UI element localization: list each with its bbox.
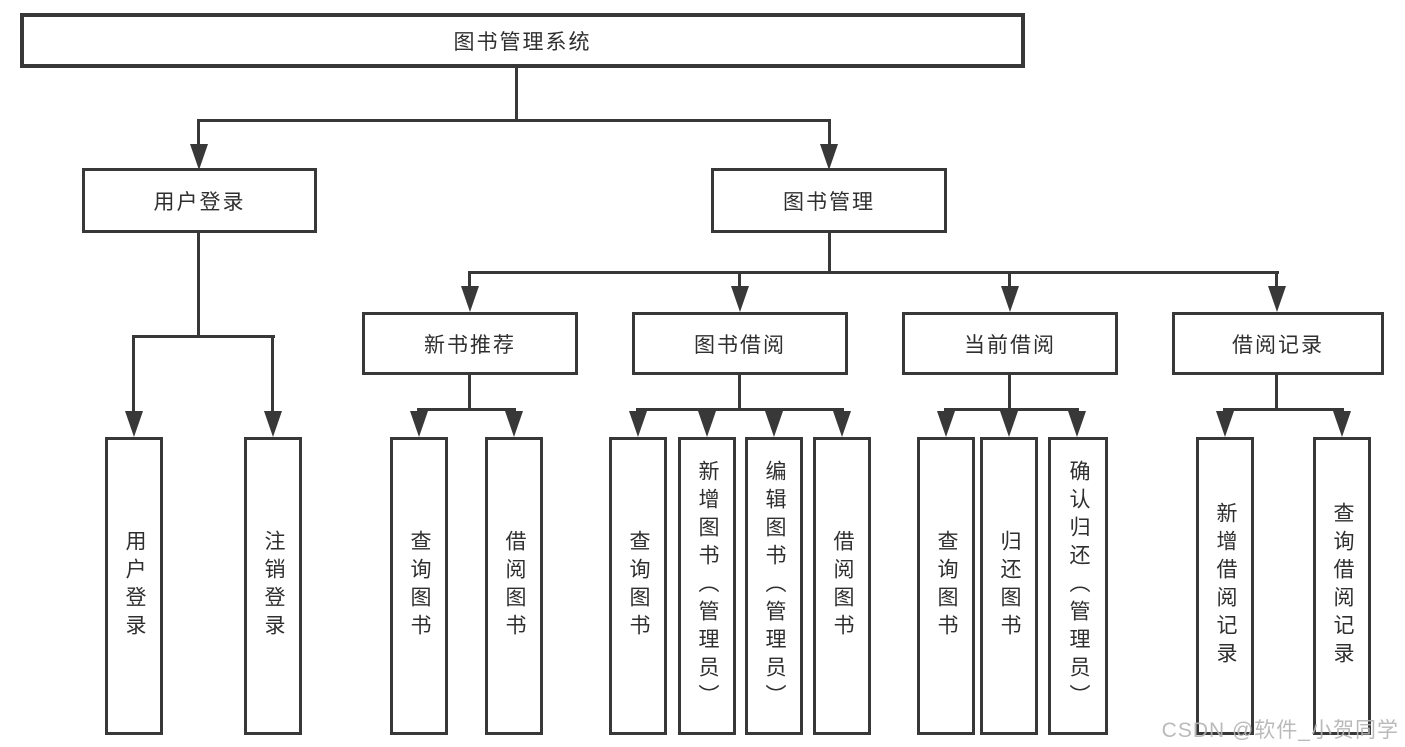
leaf-query-books-borrowing: 查询图书 — [609, 437, 667, 735]
leaf-add-book-admin: 新增图书（管理员） — [678, 437, 736, 735]
arrow-down-icon — [410, 411, 428, 437]
edge-current-borrowing-rail — [944, 408, 1079, 411]
node-book-borrowing: 图书借阅 — [632, 312, 848, 375]
node-borrowing-records: 借阅记录 — [1172, 312, 1384, 375]
edge-borrowing-records-stem — [1275, 375, 1278, 410]
edge-user-login-rail — [132, 335, 275, 338]
node-current-borrowing: 当前借阅 — [902, 312, 1118, 375]
node-new-book-recommendation: 新书推荐 — [362, 312, 578, 375]
edge-borrowing-records-rail — [1223, 408, 1344, 411]
arrow-down-icon — [1216, 411, 1234, 437]
edge-drop-new-book — [468, 274, 471, 288]
edge-user-login-stem — [197, 233, 200, 337]
leaf-query-borrow-record: 查询借阅记录 — [1313, 437, 1371, 735]
leaf-edit-book-admin: 编辑图书（管理员） — [745, 437, 803, 735]
arrow-down-icon — [264, 411, 282, 437]
arrow-down-icon — [1333, 411, 1351, 437]
arrow-down-icon — [937, 411, 955, 437]
edge-root-stem — [515, 68, 518, 122]
edge-book-borrowing-stem — [738, 375, 741, 410]
arrow-down-icon — [1001, 286, 1019, 312]
arrow-down-icon — [629, 411, 647, 437]
edge-drop-leaf-logout — [271, 338, 274, 411]
leaf-borrow-books-borrowing: 借阅图书 — [813, 437, 871, 735]
arrow-down-icon — [125, 411, 143, 437]
node-library-system: 图书管理系统 — [20, 13, 1025, 68]
arrow-down-icon — [820, 144, 838, 170]
leaf-user-login: 用户登录 — [105, 437, 163, 735]
edge-level3-rail — [468, 271, 1279, 274]
edge-current-borrowing-stem — [1008, 375, 1011, 410]
node-user-login: 用户登录 — [82, 168, 317, 233]
arrow-down-icon — [190, 144, 208, 170]
edge-drop-leaf-user-login — [132, 338, 135, 411]
arrow-down-icon — [698, 411, 716, 437]
arrow-down-icon — [1268, 286, 1286, 312]
leaf-logout: 注销登录 — [244, 437, 302, 735]
leaf-return-books: 归还图书 — [980, 437, 1038, 735]
edge-drop-borrowing-records — [1275, 274, 1278, 288]
edge-new-book-rail — [417, 408, 516, 411]
arrow-down-icon — [765, 411, 783, 437]
leaf-query-books-recommend: 查询图书 — [390, 437, 448, 735]
edge-new-book-stem — [468, 375, 471, 410]
edge-drop-current-borrowing — [1008, 274, 1011, 288]
edge-drop-user-login — [197, 122, 200, 146]
watermark-text: CSDN @软件_小贺同学 — [1161, 719, 1399, 742]
arrow-down-icon — [1068, 411, 1086, 437]
edge-drop-book-borrowing — [738, 274, 741, 288]
arrow-down-icon — [505, 411, 523, 437]
node-book-management: 图书管理 — [711, 168, 947, 233]
leaf-borrow-books-recommend: 借阅图书 — [485, 437, 543, 735]
leaf-confirm-return-admin: 确认归还（管理员） — [1048, 437, 1108, 735]
edge-drop-book-management — [828, 122, 831, 146]
edge-book-borrowing-rail — [636, 408, 844, 411]
arrow-down-icon — [833, 411, 851, 437]
arrow-down-icon — [731, 286, 749, 312]
edge-book-management-stem — [828, 233, 831, 273]
arrow-down-icon — [461, 286, 479, 312]
leaf-add-borrow-record: 新增借阅记录 — [1196, 437, 1254, 735]
leaf-query-books-current: 查询图书 — [917, 437, 975, 735]
arrow-down-icon — [1000, 411, 1018, 437]
edge-level2-rail — [197, 119, 831, 122]
